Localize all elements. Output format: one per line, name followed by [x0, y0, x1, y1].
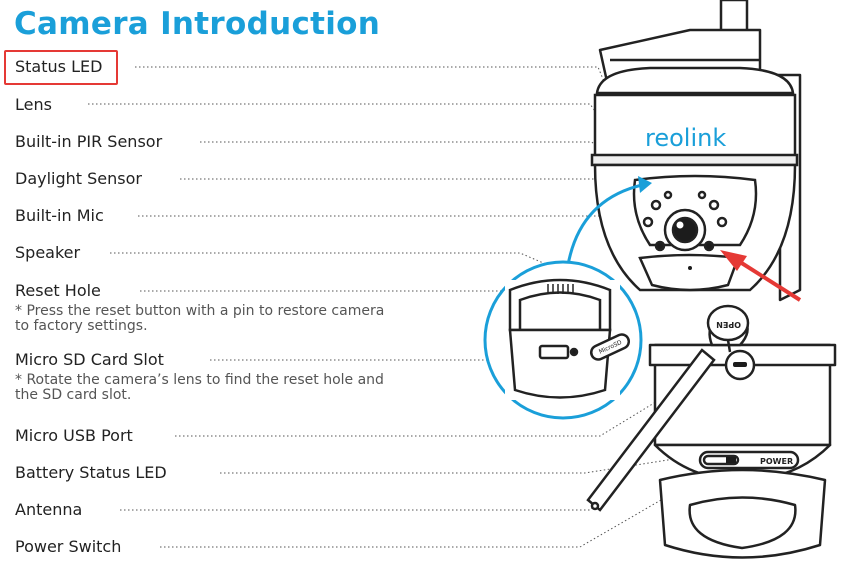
leader-usb-port — [175, 374, 701, 437]
zoom-detail — [505, 278, 631, 400]
note-reset-hole: * Press the reset button with a pin to r… — [15, 303, 385, 334]
leader-antenna — [120, 499, 601, 511]
label-pir-sensor: Built-in PIR Sensor — [15, 132, 163, 151]
note-sd-slot: * Rotate the camera’s lens to find the r… — [15, 372, 384, 403]
open-cap — [706, 304, 750, 353]
red-arrow — [720, 250, 802, 302]
leader-reset-hole — [140, 290, 541, 331]
brand-logo: reolink — [645, 124, 726, 152]
label-antenna: Antenna — [15, 500, 83, 519]
leader-power-switch — [160, 459, 731, 548]
label-daylight-sensor: Daylight Sensor — [15, 169, 142, 188]
label-lens: Lens — [15, 95, 52, 114]
status-led-highlight-box — [4, 50, 118, 85]
label-power-switch: Power Switch — [15, 537, 122, 556]
leader-speaker — [110, 252, 556, 269]
label-battery-led: Battery Status LED — [15, 463, 167, 482]
page-title: Camera Introduction — [14, 6, 381, 42]
label-sd-slot: Micro SD Card Slot — [15, 350, 164, 369]
label-status-led: Status LED — [15, 57, 103, 76]
zoom-connector — [566, 183, 643, 266]
label-speaker: Speaker — [15, 243, 81, 262]
speaker-grille — [547, 284, 574, 294]
power-label: POWER — [760, 457, 793, 466]
camera-top-body — [590, 66, 799, 292]
label-usb-port: Micro USB Port — [15, 426, 133, 445]
leader-battery-led — [220, 452, 713, 474]
camera-bottom-body — [648, 343, 837, 559]
antenna-shape — [586, 348, 716, 512]
leader-status-led — [135, 66, 656, 206]
leader-pir-sensor — [200, 141, 651, 216]
open-cap-text: OPEN — [716, 320, 741, 329]
label-mic: Built-in Mic — [15, 206, 104, 225]
label-reset-hole: Reset Hole — [15, 281, 101, 300]
zoom-connector-arrow — [638, 176, 652, 193]
